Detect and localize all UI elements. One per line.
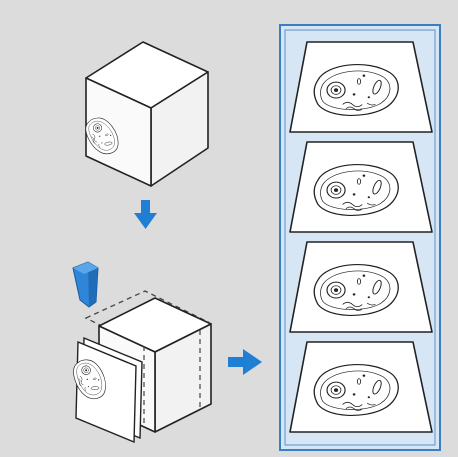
section-1 bbox=[290, 42, 432, 132]
arrow-down-icon bbox=[134, 200, 157, 229]
blade-icon bbox=[73, 262, 98, 307]
cell-drawing bbox=[314, 65, 398, 116]
section-2 bbox=[290, 142, 432, 232]
arrow-right-icon bbox=[228, 349, 262, 375]
specimen-block bbox=[81, 42, 208, 186]
block-being-sectioned bbox=[69, 291, 211, 442]
cell-drawing bbox=[314, 365, 398, 416]
section-3 bbox=[290, 242, 432, 332]
cell-drawing bbox=[314, 165, 398, 216]
cell-drawing bbox=[314, 265, 398, 316]
section-4 bbox=[290, 342, 432, 432]
